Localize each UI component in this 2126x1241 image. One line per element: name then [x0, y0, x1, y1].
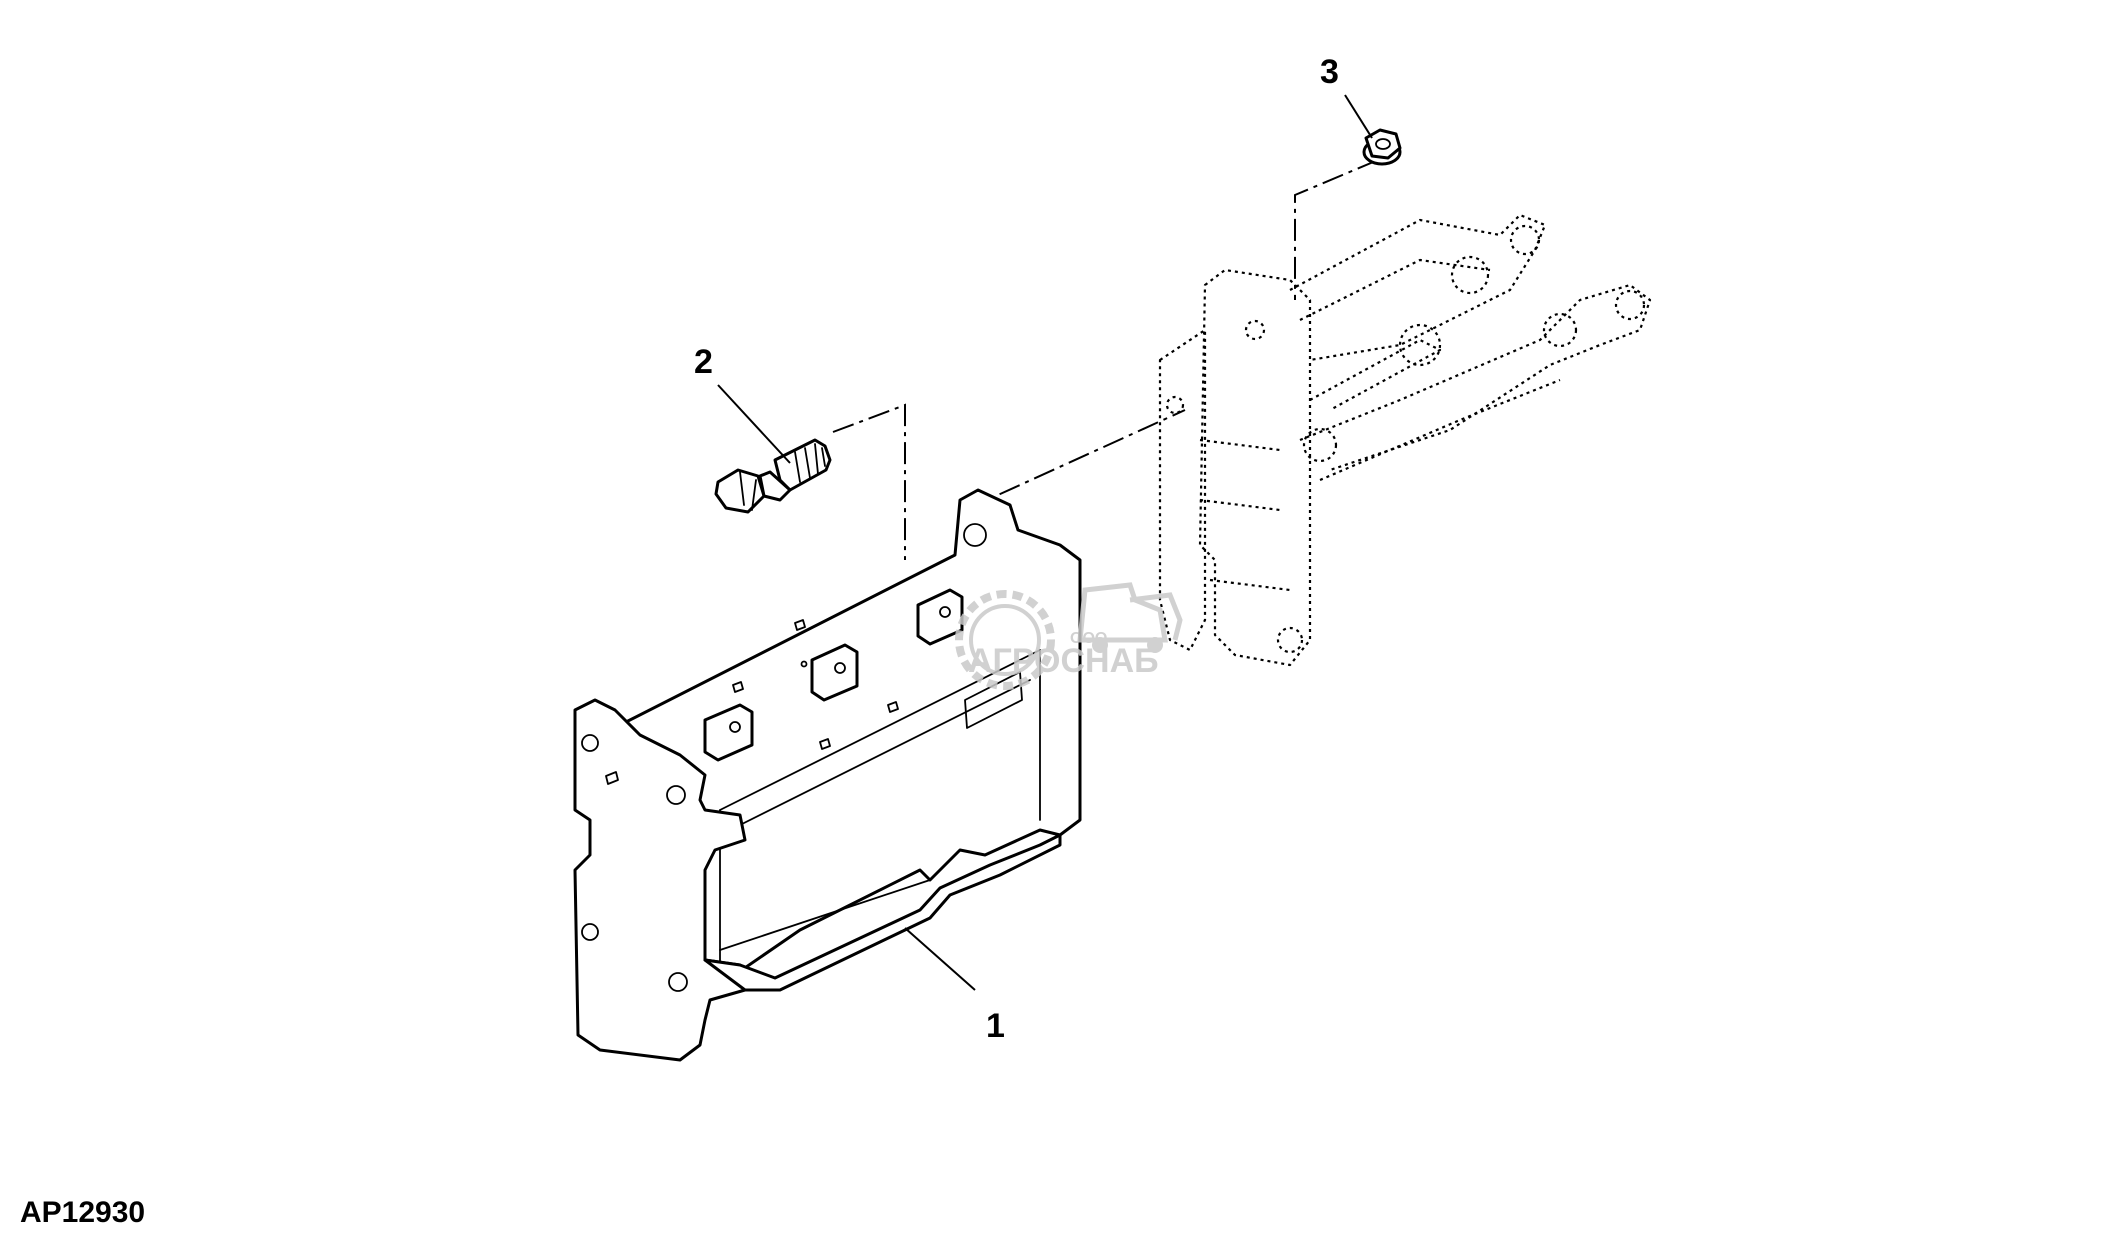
- bolt-part-2: [714, 438, 832, 514]
- bracket-part-1: [573, 488, 1082, 1062]
- watermark-gear-icon: [955, 590, 1055, 690]
- nut-part-3: [1362, 128, 1402, 166]
- callout-1: 1: [986, 1007, 1005, 1045]
- callout-2: 2: [694, 343, 713, 381]
- callout-3: 3: [1320, 53, 1339, 91]
- watermark-small-text: ООО: [1070, 630, 1107, 647]
- watermark-brand-text: АГРОСНАБ: [968, 642, 1159, 680]
- watermark: ООО АГРОСНАБ: [955, 582, 1183, 690]
- assembly-lines: [832, 159, 1379, 560]
- figure-code: AP12930: [20, 1196, 145, 1229]
- reference-assembly-dotted: [1158, 213, 1652, 667]
- leader-lines: [717, 94, 1373, 991]
- watermark-truck-icon: [1077, 582, 1183, 653]
